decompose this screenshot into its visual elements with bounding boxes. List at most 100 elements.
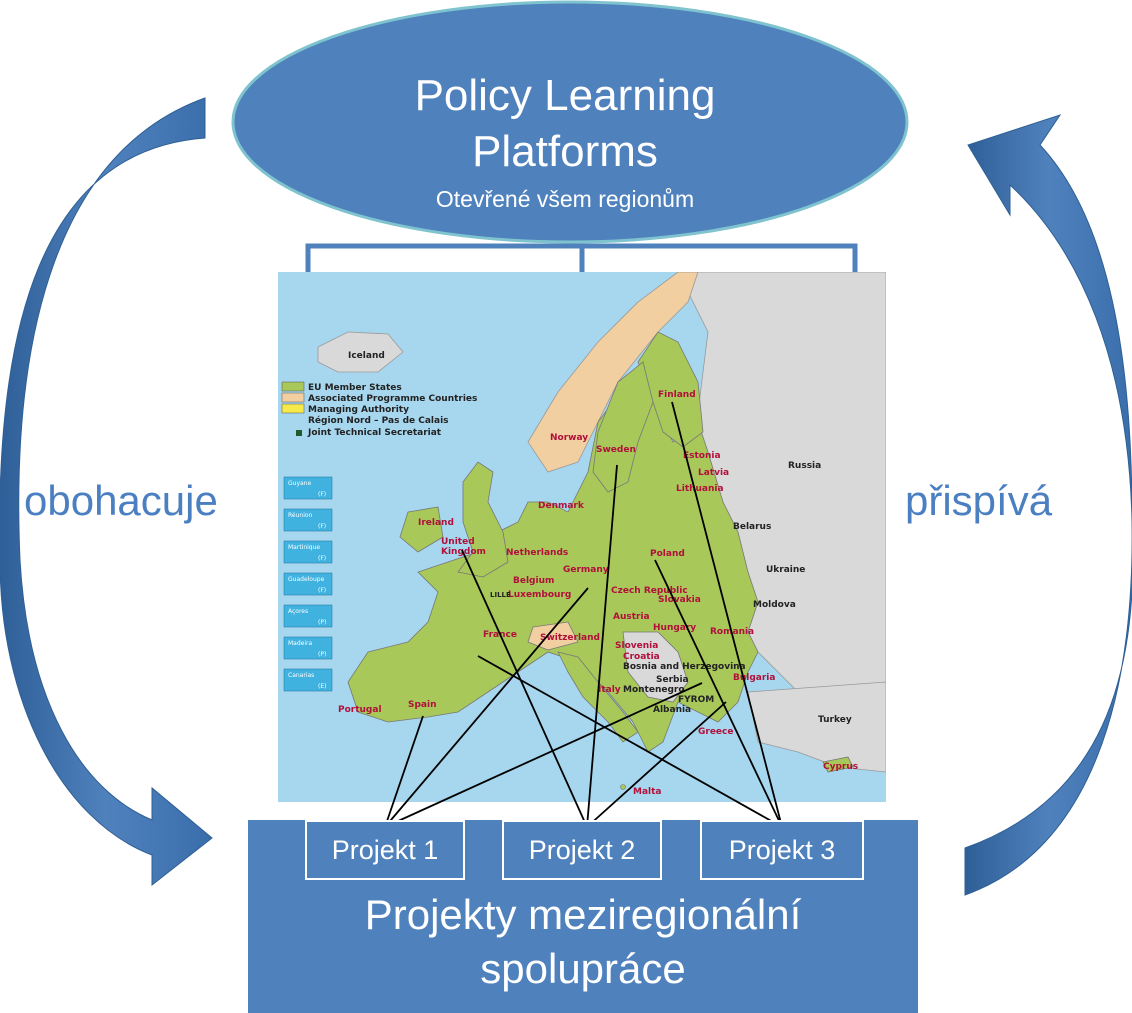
left-label-enriches: obohacuje <box>24 477 218 524</box>
label-croatia: Croatia <box>623 652 660 662</box>
legend-swatch-eu <box>281 381 305 392</box>
label-montenegro: Montenegro <box>623 685 685 695</box>
label-lille: LILLE <box>490 591 511 599</box>
outermost-region-name: Guadeloupe <box>288 576 325 583</box>
label-turkey: Turkey <box>818 715 852 725</box>
platform-title-line1: Policy Learning <box>414 71 716 120</box>
cyprus-shape <box>822 756 854 773</box>
label-netherlands: Netherlands <box>506 548 568 558</box>
outermost-region-name: Açores <box>288 608 308 615</box>
label-belarus: Belarus <box>733 522 771 532</box>
legend-swatch-associated <box>281 392 305 403</box>
label-poland: Poland <box>650 549 685 559</box>
label-belgium: Belgium <box>513 576 554 586</box>
label-slovakia: Slovakia <box>658 595 701 605</box>
label-cyprus: Cyprus <box>823 762 858 772</box>
label-estonia: Estonia <box>683 451 721 461</box>
label-switzerland: Switzerland <box>540 633 600 643</box>
platform-ellipse-shape <box>231 0 909 244</box>
outermost-region-name: Madeira <box>288 640 312 647</box>
legend-associated: Associated Programme Countries <box>308 394 477 404</box>
label-denmark: Denmark <box>538 501 585 511</box>
label-uk-1: United <box>441 537 475 547</box>
bottom-title: Projekty meziregionální spolupráce <box>248 888 918 996</box>
outermost-region-box <box>283 668 333 692</box>
outermost-region-box <box>283 572 333 596</box>
legend-managing: Managing Authority <box>308 405 409 415</box>
platform-subtitle: Otevřené všem regionům <box>435 186 695 212</box>
label-ukraine: Ukraine <box>766 565 805 575</box>
outermost-region-name: Réunion <box>288 512 313 519</box>
label-spain: Spain <box>408 700 437 710</box>
label-czech: Czech Republic <box>611 586 688 596</box>
label-finland: Finland <box>658 390 696 400</box>
project-3-box: Projekt 3 <box>700 820 864 880</box>
label-iceland: Iceland <box>348 351 385 361</box>
label-italy: Italy <box>598 685 621 695</box>
outermost-region-name: Martinique <box>288 544 320 551</box>
outermost-region-code: (F) <box>318 523 326 530</box>
outermost-region-code: (F) <box>318 491 326 498</box>
legend-jts: Joint Technical Secretariat <box>307 428 442 438</box>
sweden-shape <box>592 361 654 493</box>
label-malta: Malta <box>633 787 662 797</box>
outermost-region-code: (P) <box>318 619 326 626</box>
label-luxembourg: Luxembourg <box>508 590 571 600</box>
right-curved-arrow <box>964 114 1132 896</box>
outermost-region-code: (F) <box>318 587 326 594</box>
label-bulgaria: Bulgaria <box>733 673 775 683</box>
outermost-region-code: (E) <box>318 683 326 690</box>
norway-shape <box>527 272 699 473</box>
bottom-title-line2: spolupráce <box>480 945 686 992</box>
outermost-region-box <box>283 476 333 500</box>
label-moldova: Moldova <box>753 600 796 610</box>
platform-ellipse: Policy Learning Platforms Otevřené všem … <box>235 0 895 214</box>
bracket-connector <box>305 243 858 272</box>
label-russia: Russia <box>788 461 821 471</box>
bottom-title-line1: Projekty meziregionální <box>364 891 802 938</box>
outermost-region-box <box>283 636 333 660</box>
label-ireland: Ireland <box>418 518 454 528</box>
iceland-shape <box>317 331 404 373</box>
bottom-projects-box <box>248 820 918 1013</box>
label-greece: Greece <box>698 727 733 737</box>
label-portugal: Portugal <box>338 705 382 715</box>
legend-eu: EU Member States <box>308 383 402 393</box>
label-austria: Austria <box>613 612 650 622</box>
outermost-region-box <box>283 540 333 564</box>
map-legend: EU Member States Associated Programme Co… <box>281 381 477 438</box>
project-1-box: Projekt 1 <box>305 820 465 880</box>
legend-region: Région Nord – Pas de Calais <box>308 415 449 426</box>
legend-swatch-managing <box>281 403 305 414</box>
ireland-shape <box>399 506 444 553</box>
label-norway: Norway <box>550 433 588 443</box>
project-2-box: Projekt 2 <box>502 820 662 880</box>
platform-title-line2: Platforms <box>472 127 658 176</box>
label-slovenia: Slovenia <box>615 641 658 651</box>
outermost-regions: Guyane (F) Réunion (F) Martinique (F) Guadelou… <box>283 476 333 692</box>
malta-shape <box>620 784 626 790</box>
outermost-region-box <box>283 508 333 532</box>
label-sweden: Sweden <box>596 445 636 455</box>
label-serbia: Serbia <box>656 675 689 685</box>
uk-shape <box>457 461 509 578</box>
label-fyrom: FYROM <box>678 695 714 705</box>
legend-swatch-jts <box>296 430 302 436</box>
label-albania: Albania <box>653 705 691 715</box>
label-lithuania: Lithuania <box>676 484 724 494</box>
right-label-contributes: přispívá <box>905 477 1053 524</box>
label-latvia: Latvia <box>698 468 729 478</box>
label-hungary: Hungary <box>653 623 696 633</box>
left-curved-arrow <box>0 97 213 887</box>
outermost-region-box <box>283 604 333 628</box>
outermost-region-name: Canarias <box>288 672 314 679</box>
outermost-region-code: (F) <box>318 555 326 562</box>
outermost-region-code: (P) <box>318 651 326 658</box>
label-bosnia: Bosnia and Herzegovina <box>623 662 746 672</box>
label-germany: Germany <box>563 565 609 575</box>
outermost-region-name: Guyane <box>288 480 311 487</box>
europe-map: EU Member States Associated Programme Co… <box>278 272 886 802</box>
finland-shape <box>637 331 704 448</box>
